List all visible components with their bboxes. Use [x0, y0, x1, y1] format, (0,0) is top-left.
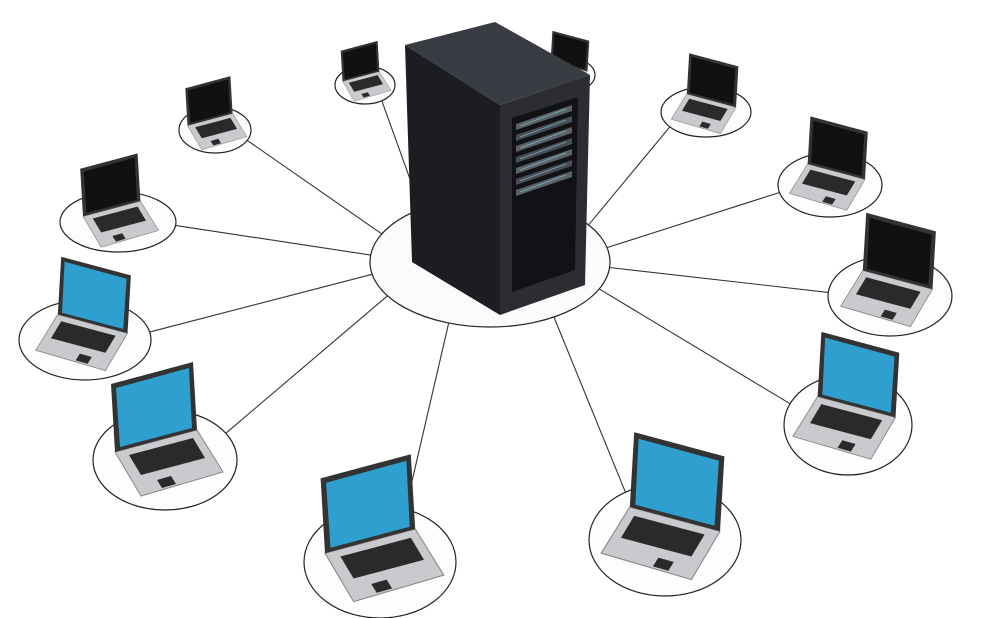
laptop-screen [326, 460, 410, 548]
network-link [553, 316, 628, 496]
laptop-screen [635, 438, 719, 526]
laptop-icon [792, 331, 900, 460]
laptop-screen [689, 56, 736, 105]
laptop-touchpad [837, 440, 856, 452]
laptop-keyboard [129, 438, 205, 475]
laptop-icon [111, 362, 224, 497]
laptop-icon [340, 40, 392, 102]
rack-light [519, 152, 567, 171]
laptop-touchpad [112, 233, 126, 242]
laptop-keyboard [682, 98, 728, 121]
network-link [172, 224, 371, 256]
laptop-icon [788, 116, 868, 211]
network-link [609, 266, 832, 294]
laptop-icon [35, 256, 131, 372]
laptop-icon [185, 76, 248, 151]
laptop-touchpad [210, 138, 222, 146]
server-top [405, 22, 590, 105]
laptop-icon [670, 53, 739, 134]
laptop-touchpad [371, 579, 393, 593]
network-link [588, 125, 672, 226]
rack-light [519, 141, 567, 160]
network-link [606, 191, 782, 249]
network-link [146, 273, 373, 334]
laptop-keyboard [348, 75, 383, 92]
laptop-keyboard [340, 537, 424, 579]
laptop-touchpad [880, 309, 897, 320]
rack-light [519, 174, 567, 193]
laptop-touchpad [75, 353, 92, 364]
server-side [405, 45, 500, 315]
laptop-screen [83, 157, 137, 213]
laptop-icon [600, 432, 725, 581]
laptop-keyboard [810, 404, 883, 440]
laptop-touchpad [699, 121, 711, 129]
laptop-keyboard [856, 277, 921, 309]
laptop-screen [342, 43, 378, 80]
laptop-keyboard [195, 117, 237, 139]
network-link [598, 288, 793, 406]
laptop-keyboard [51, 321, 116, 353]
laptop-keyboard [92, 206, 146, 233]
laptop-keyboard [802, 169, 856, 196]
laptop-screen [62, 261, 127, 329]
laptop-touchpad [361, 92, 370, 98]
laptop-screen [811, 120, 865, 176]
rack-light [519, 163, 567, 182]
laptop-icon [320, 454, 445, 603]
rack-light [519, 108, 567, 127]
network-link [223, 295, 388, 436]
client-laptops [35, 30, 936, 603]
laptop-touchpad [822, 196, 836, 205]
laptop-screen [188, 79, 230, 123]
server-rack-icon [405, 22, 590, 315]
laptop-icon [840, 212, 936, 328]
laptop-screen [822, 337, 895, 413]
laptop-screen [116, 368, 192, 447]
laptop-keyboard [621, 515, 705, 557]
laptop-touchpad [157, 476, 176, 488]
rack-light [519, 119, 567, 138]
laptop-screen [867, 217, 932, 285]
rack-light [519, 130, 567, 149]
network-link [245, 139, 383, 235]
laptop-touchpad [652, 557, 674, 571]
laptop-icon [80, 153, 160, 248]
